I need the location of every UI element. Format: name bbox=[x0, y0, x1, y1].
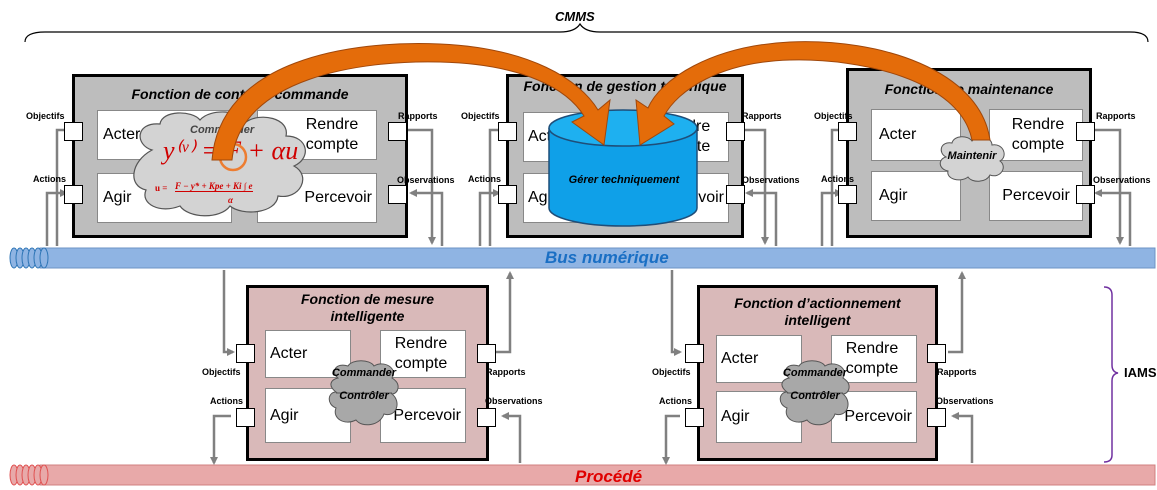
cmms-label: CMMS bbox=[555, 9, 595, 24]
port-observations bbox=[1076, 185, 1095, 204]
commander-controler-cloud bbox=[328, 360, 399, 426]
cloud-label-commander: Commander bbox=[190, 124, 255, 136]
port-actions bbox=[685, 408, 704, 427]
sub-percevoir: Percevoir bbox=[989, 171, 1083, 221]
port-rapports bbox=[388, 122, 407, 141]
label-actions: Actions bbox=[33, 174, 67, 184]
label-rapports: Rapports bbox=[937, 367, 977, 377]
cloud-label-controler: Contrôler bbox=[339, 390, 389, 402]
port-observations bbox=[726, 185, 745, 204]
label-rapports: Rapports bbox=[1096, 111, 1136, 121]
port-actions bbox=[236, 408, 255, 427]
label-actions: Actions bbox=[468, 174, 502, 184]
procede-label: Procédé bbox=[575, 467, 643, 486]
port-actions bbox=[838, 185, 857, 204]
block-title: Fonction de gestion technique bbox=[523, 78, 727, 94]
label-objectifs: Objectifs bbox=[652, 367, 691, 377]
label-observations: Observations bbox=[742, 175, 800, 185]
port-objectifs bbox=[838, 122, 857, 141]
cloud-label-commander: Commander bbox=[331, 367, 397, 379]
label-observations: Observations bbox=[1093, 175, 1151, 185]
port-objectifs bbox=[236, 344, 255, 363]
iams-label: IAMS bbox=[1124, 365, 1157, 380]
block-title: Fonction de contrôle-commande bbox=[131, 86, 349, 102]
block-title: Fonction de maintenance bbox=[884, 81, 1054, 97]
label-objectifs: Objectifs bbox=[461, 111, 500, 121]
sub-rendre-compte: Rendre compte bbox=[380, 330, 466, 378]
formula-numerator: F − y* + Kpe + Ki ∫ e bbox=[175, 181, 253, 192]
database-cylinder bbox=[548, 109, 698, 227]
port-rapports bbox=[477, 344, 496, 363]
formula-prefix: u = bbox=[155, 183, 168, 193]
formula-denominator: α bbox=[228, 195, 233, 205]
port-actions bbox=[64, 185, 83, 204]
formula-highlight-circle bbox=[218, 142, 248, 172]
cmms-brace bbox=[24, 22, 1149, 43]
block-title: Fonction de mesure intelligente bbox=[300, 291, 435, 324]
port-observations bbox=[477, 408, 496, 427]
sub-agir: Agir bbox=[871, 171, 961, 221]
port-observations bbox=[927, 408, 946, 427]
port-rapports bbox=[1076, 122, 1095, 141]
port-rapports bbox=[726, 122, 745, 141]
label-objectifs: Objectifs bbox=[202, 367, 241, 377]
sub-rendre-compte: Rendre compte bbox=[831, 335, 917, 383]
commander-controler-cloud bbox=[779, 360, 850, 426]
port-objectifs bbox=[685, 344, 704, 363]
label-objectifs: Objectifs bbox=[814, 111, 853, 121]
iams-bracket bbox=[1103, 286, 1119, 463]
cylinder-label: Gérer techniquement bbox=[568, 174, 680, 186]
cloud-label-commander: Commander bbox=[782, 367, 848, 379]
cloud-label-controler: Contrôler bbox=[790, 390, 840, 402]
label-objectifs: Objectifs bbox=[26, 111, 65, 121]
label-observations: Observations bbox=[936, 396, 994, 406]
port-rapports bbox=[927, 344, 946, 363]
cloud-label-maintenir: Maintenir bbox=[947, 150, 997, 162]
label-rapports: Rapports bbox=[486, 367, 526, 377]
label-rapports: Rapports bbox=[742, 111, 782, 121]
label-actions: Actions bbox=[210, 396, 244, 406]
label-actions: Actions bbox=[821, 174, 855, 184]
bus-label: Bus numérique bbox=[545, 248, 669, 267]
label-rapports: Rapports bbox=[398, 111, 438, 121]
port-actions bbox=[498, 185, 517, 204]
port-objectifs bbox=[64, 122, 83, 141]
label-observations: Observations bbox=[485, 396, 543, 406]
block-title: Fonction d’actionnement intelligent bbox=[734, 295, 901, 328]
port-observations bbox=[388, 185, 407, 204]
port-objectifs bbox=[498, 122, 517, 141]
label-actions: Actions bbox=[659, 396, 693, 406]
label-observations: Observations bbox=[397, 175, 455, 185]
